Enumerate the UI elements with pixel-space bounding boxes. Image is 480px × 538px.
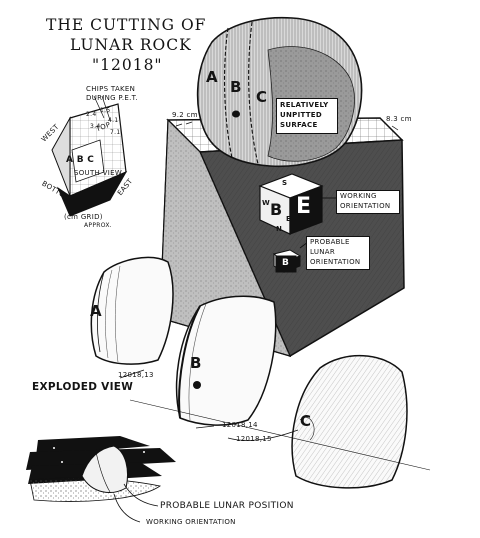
probable-orientation-1: PROBABLE — [310, 239, 350, 246]
inset-mark-2: 1.5 — [100, 108, 110, 114]
piece-a — [91, 257, 173, 364]
rock-letter-b: B — [230, 80, 241, 95]
surface-label-2: UNPITTED — [280, 112, 322, 119]
working-orientation-1: WORKING — [340, 193, 377, 200]
piece-a-letter: A — [90, 304, 102, 319]
sample-14-label: 12018,14 — [222, 422, 258, 429]
probable-lunar-position-label: PROBABLE LUNAR POSITION — [160, 502, 294, 511]
inset-mark-4: 3.4 — [90, 124, 100, 130]
compass-e: E — [286, 216, 291, 223]
piece-c-letter: C — [300, 414, 311, 429]
piece-b-letter: B — [190, 356, 201, 371]
compass-n: N — [276, 226, 282, 233]
working-orientation-2: ORIENTATION — [340, 203, 390, 210]
exploded-view-label: EXPLODED VIEW — [32, 382, 133, 393]
title-line-1: THE CUTTING OF — [46, 18, 206, 34]
cube-dimension-right: 8.3 cm — [386, 116, 412, 123]
chips-label-2: DURING P.E.T. — [86, 95, 138, 102]
main-rock — [198, 18, 362, 167]
cube-dimension-left: 9.2 cm — [172, 112, 198, 119]
title-line-2: LUNAR ROCK — [70, 38, 192, 54]
inset-mark-5: 7.1 — [110, 130, 120, 136]
compass-w: W — [262, 200, 270, 207]
compass-s: S — [282, 180, 287, 187]
sample-15-label: 12018,15 — [236, 436, 272, 443]
surface-label-1: RELATIVELY — [280, 102, 329, 109]
rock-letter-a: A — [206, 70, 218, 85]
working-orientation-bottom-label: WORKING ORIENTATION — [146, 519, 236, 526]
rock-letter-c: C — [256, 90, 267, 105]
probable-orientation-2: LUNAR — [310, 249, 335, 256]
surface-label-3: SURFACE — [280, 122, 318, 129]
sample-13-label: 12018,13 — [118, 372, 154, 379]
working-block-letter: E — [296, 196, 311, 218]
probable-block-letter: B — [282, 259, 289, 268]
inset-mark-3: 4.1 — [108, 118, 118, 124]
inset-grid-note-2: APPROX. — [84, 223, 112, 229]
inset-grid-note-1: (cm GRID) — [64, 214, 103, 221]
chips-label-1: CHIPS TAKEN — [86, 86, 135, 93]
working-block-side-letter: B — [270, 202, 282, 218]
lunar-scene — [26, 436, 176, 522]
probable-orientation-3: ORIENTATION — [310, 259, 360, 266]
title-line-3: "12018" — [92, 58, 163, 74]
inset-mark-1: 2.4 — [86, 112, 96, 118]
inset-face-letters: A B C — [66, 156, 94, 165]
inset-south-view: SOUTH VIEW — [74, 170, 122, 177]
